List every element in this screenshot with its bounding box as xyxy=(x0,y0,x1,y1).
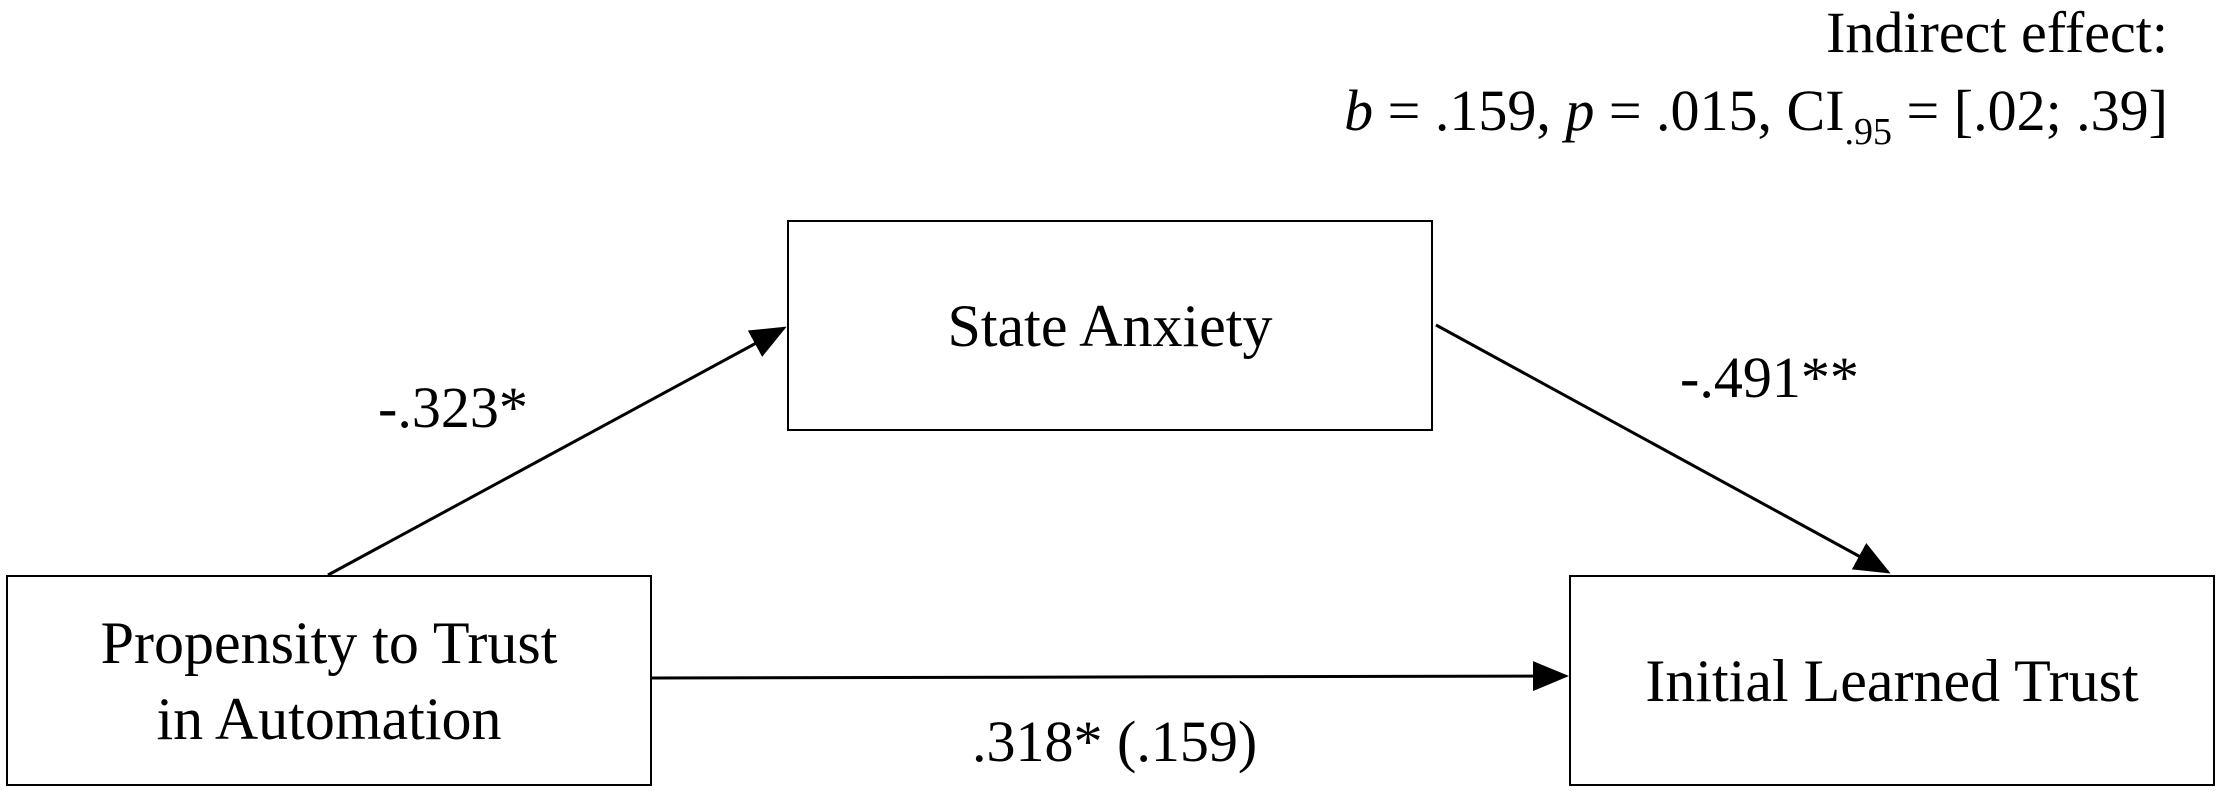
path-a-arrow xyxy=(327,326,787,577)
indirect-effect-title: Indirect effect: xyxy=(1826,0,2168,65)
path-a-coefficient: -.323* xyxy=(378,375,528,440)
mediator-label: State Anxiety xyxy=(947,292,1273,359)
ci-subscript: .95 xyxy=(1844,111,1893,153)
outcome-box: Initial Learned Trust xyxy=(1569,575,2215,786)
p-symbol: p xyxy=(1565,78,1595,143)
predictor-label-line1: Propensity to Trust xyxy=(100,609,558,676)
p-value: = .015, CI xyxy=(1594,78,1845,143)
predictor-label: Propensity to Trust in Automation xyxy=(101,605,558,757)
ci-value: = [.02; .39] xyxy=(1892,78,2168,143)
outcome-label: Initial Learned Trust xyxy=(1645,647,2139,714)
b-symbol: b xyxy=(1344,78,1374,143)
predictor-label-line2: in Automation xyxy=(156,685,502,752)
indirect-effect-stats: b = .159, p = .015, CI.95 = [.02; .39] xyxy=(1344,78,2168,154)
path-c-arrow xyxy=(651,661,1569,692)
b-value: = .159, xyxy=(1373,78,1566,143)
path-c-coefficient: .318* (.159) xyxy=(972,709,1258,774)
path-b-arrow xyxy=(1435,323,1891,574)
path-b-coefficient: -.491** xyxy=(1680,345,1859,410)
predictor-box: Propensity to Trust in Automation xyxy=(6,575,652,786)
mediator-box: State Anxiety xyxy=(787,220,1433,431)
